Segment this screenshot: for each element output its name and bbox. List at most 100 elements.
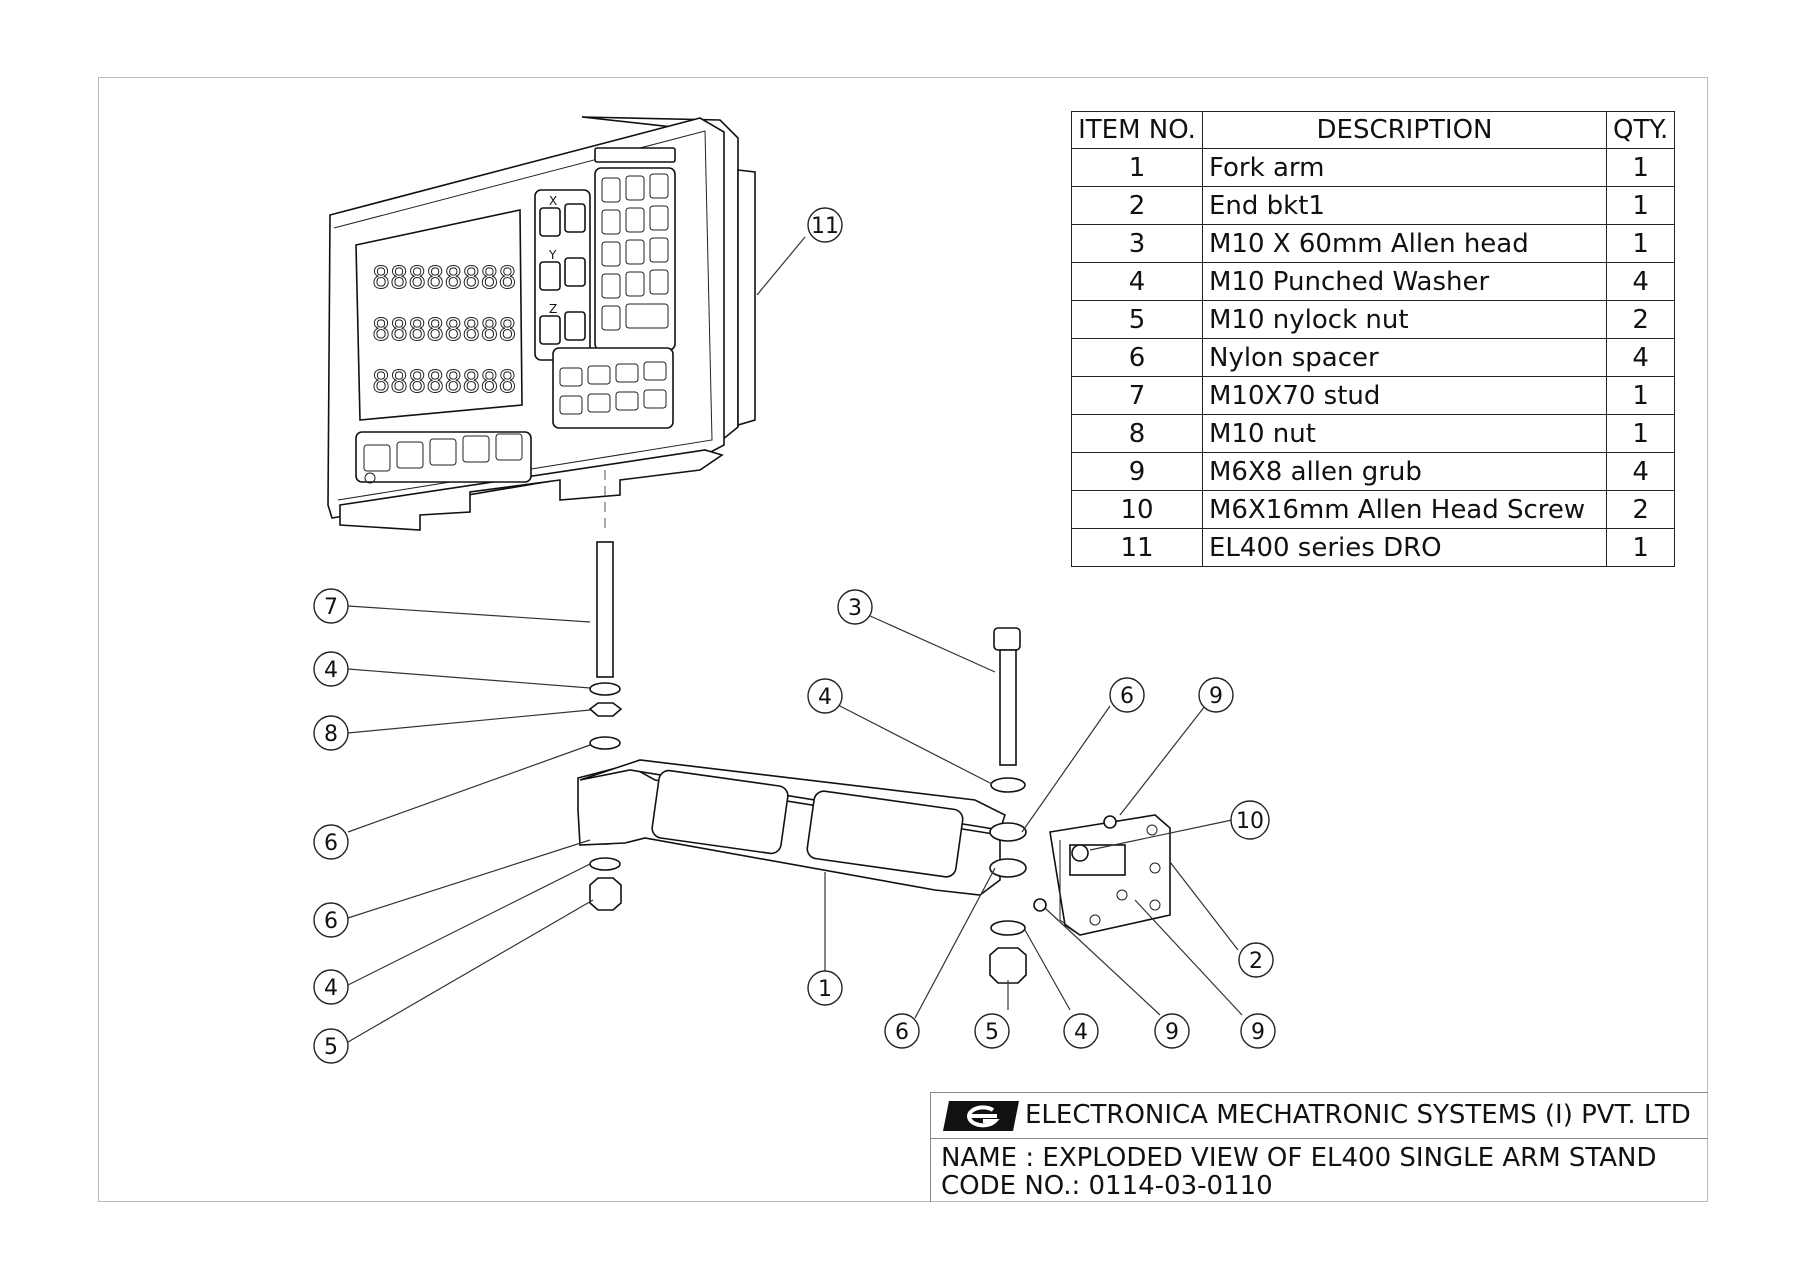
bom-item-no: 9 xyxy=(1071,452,1203,491)
svg-text:7: 7 xyxy=(324,595,338,620)
bolt-head-item-3 xyxy=(993,627,1021,651)
z-axis-label: Z xyxy=(549,302,557,316)
nylock-nut-item-5-left xyxy=(589,877,622,911)
balloon-item-4-c: 4 xyxy=(807,678,843,714)
svg-text:1: 1 xyxy=(818,977,832,1002)
grub-item-9-bottom xyxy=(1033,898,1047,912)
balloon-item-6-c: 6 xyxy=(1109,677,1145,713)
stud-item-7 xyxy=(596,541,614,678)
dro-base xyxy=(339,449,724,531)
y-zero-button xyxy=(564,257,586,287)
svg-text:9: 9 xyxy=(1165,1020,1179,1045)
balloon-item-6-a: 6 xyxy=(313,824,349,860)
balloon-item-6-d: 6 xyxy=(884,1013,920,1049)
bom-item-no: 1 xyxy=(1071,148,1203,187)
dro-rear-box xyxy=(737,169,756,427)
nut-item-8 xyxy=(588,702,623,717)
fork-arm xyxy=(577,759,1027,896)
bom-qty: 1 xyxy=(1605,528,1676,567)
bom-qty: 2 xyxy=(1605,490,1676,529)
balloon-item-11: 11 xyxy=(807,207,843,243)
drawing-code: CODE NO.: 0114-03-0110 xyxy=(941,1171,1273,1201)
dro-unit: 88888888 88888888 88888888 X Y Z xyxy=(327,116,756,531)
svg-text:6: 6 xyxy=(324,909,338,934)
bom-qty: 1 xyxy=(1605,186,1676,225)
bom-item-no: 6 xyxy=(1071,338,1203,377)
svg-text:6: 6 xyxy=(895,1020,909,1045)
nylock-nut-item-5-right xyxy=(989,947,1027,984)
svg-text:8: 8 xyxy=(324,722,338,747)
bom-item-no: 10 xyxy=(1071,490,1203,529)
bom-description: Nylon spacer xyxy=(1202,338,1607,377)
dro-brand-badge xyxy=(594,147,676,163)
function-keys xyxy=(559,361,667,415)
bom-header-description: DESCRIPTION xyxy=(1202,111,1607,149)
bom-header-row: ITEM NO. DESCRIPTION QTY. xyxy=(1071,111,1676,149)
balloon-item-4-d: 4 xyxy=(1063,1013,1099,1049)
screw-item-10 xyxy=(1071,844,1089,862)
balloon-item-6-b: 6 xyxy=(313,902,349,938)
svg-text:4: 4 xyxy=(324,976,338,1001)
bom-description: End bkt1 xyxy=(1202,186,1607,225)
washer-item-4-arm-bottom xyxy=(990,920,1026,936)
bom-description: EL400 series DRO xyxy=(1202,528,1607,567)
bom-item-no: 11 xyxy=(1071,528,1203,567)
bom-item-no: 7 xyxy=(1071,376,1203,415)
bom-qty: 2 xyxy=(1605,300,1676,339)
balloon-item-2: 2 xyxy=(1238,942,1274,978)
svg-text:6: 6 xyxy=(1120,684,1134,709)
bom-description: M10 X 60mm Allen head xyxy=(1202,224,1607,263)
bom-description: M6X16mm Allen Head Screw xyxy=(1202,490,1607,529)
soft-keys xyxy=(363,433,523,472)
x-axis-button xyxy=(539,207,561,237)
bom-qty: 1 xyxy=(1605,376,1676,415)
z-axis-readout: 88888888 xyxy=(372,365,517,400)
drawing-border xyxy=(98,77,1708,1202)
title-block-company-row: ELECTRONICA MECHATRONIC SYSTEMS (I) PVT.… xyxy=(931,1093,1708,1139)
bom-item-no: 4 xyxy=(1071,262,1203,301)
svg-text:9: 9 xyxy=(1251,1020,1265,1045)
bom-item-no: 2 xyxy=(1071,186,1203,225)
power-indicator xyxy=(364,472,376,484)
bom-description: M6X8 allen grub xyxy=(1202,452,1607,491)
spacer-item-6-arm-top xyxy=(989,822,1027,842)
function-key-panel xyxy=(552,347,674,429)
x-axis-readout: 88888888 xyxy=(372,261,517,296)
x-axis-label: X xyxy=(549,194,557,208)
dro-display-window xyxy=(355,209,523,421)
bom-description: M10X70 stud xyxy=(1202,376,1607,415)
company-logo-icon xyxy=(943,1101,1019,1131)
title-block: ELECTRONICA MECHATRONIC SYSTEMS (I) PVT.… xyxy=(930,1092,1708,1202)
soft-key-panel xyxy=(355,431,532,483)
bom-header-qty: QTY. xyxy=(1605,111,1676,149)
z-zero-button xyxy=(564,311,586,341)
balloon-item-9-b: 9 xyxy=(1154,1013,1190,1049)
bom-header-item: ITEM NO. xyxy=(1071,111,1203,149)
washer-item-4-top xyxy=(589,682,621,696)
balloon-item-3: 3 xyxy=(837,589,873,625)
svg-text:11: 11 xyxy=(811,214,839,239)
bolt-shank-item-3 xyxy=(999,649,1017,766)
spacer-item-6-top xyxy=(589,736,621,750)
svg-text:4: 4 xyxy=(324,658,338,683)
bom-item-no: 5 xyxy=(1071,300,1203,339)
svg-text:6: 6 xyxy=(324,831,338,856)
bom-description: M10 Punched Washer xyxy=(1202,262,1607,301)
bom-qty: 1 xyxy=(1605,224,1676,263)
bom-qty: 4 xyxy=(1605,338,1676,377)
balloon-item-4-a: 4 xyxy=(313,651,349,687)
drawing-name: NAME : EXPLODED VIEW OF EL400 SINGLE ARM… xyxy=(941,1143,1657,1173)
svg-text:5: 5 xyxy=(324,1035,338,1060)
bom-description: Fork arm xyxy=(1202,148,1607,187)
balloon-item-7: 7 xyxy=(313,588,349,624)
bom-description: M10 nylock nut xyxy=(1202,300,1607,339)
